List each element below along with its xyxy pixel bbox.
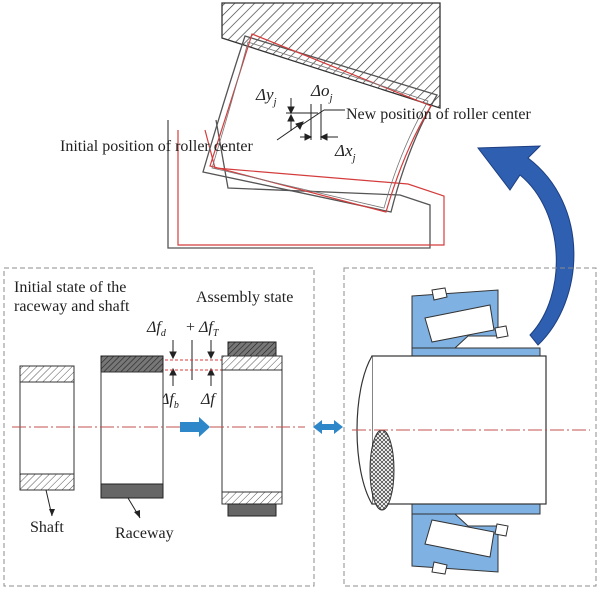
assembly-state-label: Assembly state [196, 289, 293, 306]
initial-center-label: Initial position of roller center [60, 138, 254, 155]
assembled-drawing [221, 341, 283, 517]
roller-gray [202, 35, 438, 213]
new-center-label: New position of roller center [346, 106, 532, 123]
do-label: Δoj [310, 81, 333, 104]
initial-state-line2: raceway and shaft [14, 298, 130, 315]
shaft-drawing [19, 365, 75, 491]
raceway-label: Raceway [115, 525, 174, 542]
inner-race-gray [167, 119, 431, 249]
right-arrow-icon [180, 417, 210, 437]
bearing-drawing [356, 287, 547, 575]
inner-race-red [177, 129, 445, 246]
transition-arrow [477, 145, 575, 346]
right-panel-frame [343, 267, 597, 587]
roller-inner [211, 41, 429, 209]
initial-state-line1: Initial state of the [14, 279, 126, 296]
double-arrow-icon [313, 420, 343, 434]
dimension-markers [160, 340, 230, 386]
dfd-label: Δfd [146, 319, 167, 339]
plus-sign: + [186, 319, 195, 336]
top-roller-view: Δyj Δoj Δxj New position of roller cente… [60, 2, 532, 249]
housing-hatched-block [221, 2, 441, 109]
dx-label: Δxj [334, 141, 356, 164]
raceway-drawing [100, 355, 164, 499]
shaft-label: Shaft [30, 519, 64, 536]
dft-label: ΔfT [198, 319, 220, 339]
displacement-markers [276, 98, 345, 141]
df-label: Δf [200, 391, 217, 408]
curved-arrow-icon [477, 145, 575, 346]
dy-label: Δyj [255, 85, 277, 108]
